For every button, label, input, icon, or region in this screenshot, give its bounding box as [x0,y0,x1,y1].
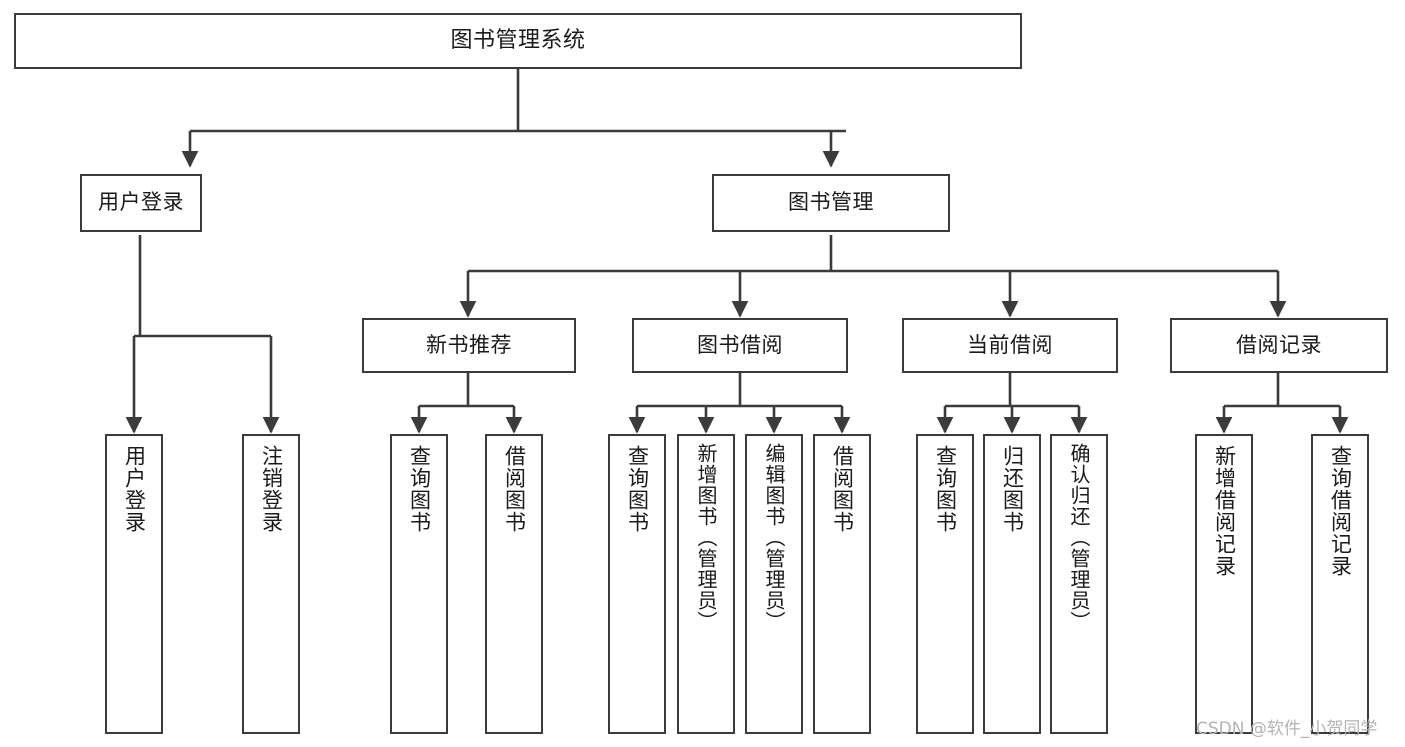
node-label: 图书管理系统 [450,27,586,53]
node-leaf-logout-login[interactable]: 注销登录 [242,434,300,734]
node-label: 用户登录 [98,190,184,215]
node-label: 确认归还（管理员） [1067,443,1091,632]
node-label: 新增图书（管理员） [694,443,718,632]
node-leaf-query-book-2[interactable]: 查询图书 [608,434,666,734]
node-book-manage[interactable]: 图书管理 [712,174,950,232]
node-label: 查询图书 [407,445,432,533]
node-current-borrow[interactable]: 当前借阅 [902,318,1118,373]
node-book-borrow[interactable]: 图书借阅 [632,318,848,373]
node-user-login[interactable]: 用户登录 [80,174,202,232]
node-leaf-query-book-1[interactable]: 查询图书 [390,434,448,734]
node-label: 查询图书 [933,445,958,533]
node-label: 用户登录 [122,445,147,533]
node-leaf-confirm-return-admin[interactable]: 确认归还（管理员） [1050,434,1108,734]
node-label: 当前借阅 [967,332,1053,357]
node-leaf-user-login[interactable]: 用户登录 [105,434,163,734]
node-label: 查询图书 [625,445,650,533]
watermark-text: CSDN @软件_小贺同学 [1196,719,1378,739]
node-leaf-borrow-book-1[interactable]: 借阅图书 [485,434,543,734]
node-borrow-record[interactable]: 借阅记录 [1170,318,1388,373]
node-leaf-add-book-admin[interactable]: 新增图书（管理员） [677,434,735,734]
node-leaf-add-borrow-record[interactable]: 新增借阅记录 [1195,434,1253,734]
node-leaf-query-book-3[interactable]: 查询图书 [916,434,974,734]
node-label: 借阅记录 [1236,332,1322,357]
node-leaf-borrow-book-2[interactable]: 借阅图书 [813,434,871,734]
node-label: 新书推荐 [426,332,512,357]
node-new-book-recommend[interactable]: 新书推荐 [362,318,576,373]
node-leaf-query-borrow-record[interactable]: 查询借阅记录 [1311,434,1369,734]
node-label: 图书借阅 [697,332,783,357]
node-label: 新增借阅记录 [1212,445,1237,577]
node-root-system[interactable]: 图书管理系统 [14,13,1022,69]
node-label: 注销登录 [259,445,284,533]
node-label: 归还图书 [1000,445,1025,533]
node-leaf-edit-book-admin[interactable]: 编辑图书（管理员） [745,434,803,734]
node-label: 借阅图书 [830,445,855,533]
node-label: 编辑图书（管理员） [762,443,786,632]
node-label: 查询借阅记录 [1328,445,1353,577]
node-leaf-return-book[interactable]: 归还图书 [983,434,1041,734]
node-label: 图书管理 [788,190,874,215]
node-label: 借阅图书 [502,445,527,533]
